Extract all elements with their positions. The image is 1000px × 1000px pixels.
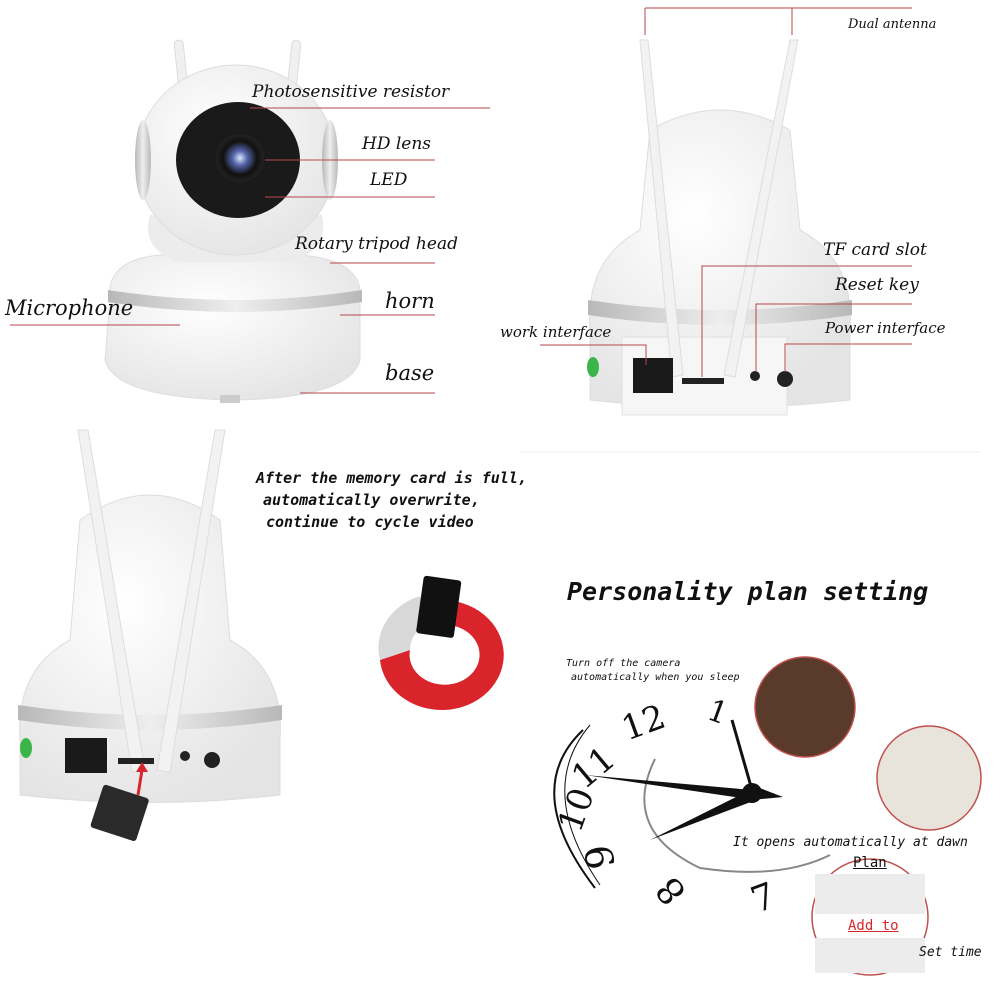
sleep-note-line-2: automatically when you sleep bbox=[571, 672, 740, 683]
label-hd-lens: HD lens bbox=[362, 134, 432, 154]
label-led: LED bbox=[370, 170, 408, 190]
dawn-note: It opens automatically at dawn bbox=[733, 835, 968, 850]
memory-text-line-2: automatically overwrite, bbox=[263, 491, 480, 509]
label-rotary-tripod-head: Rotary tripod head bbox=[295, 234, 458, 254]
label-base: base bbox=[385, 361, 435, 385]
memory-text-line-1: After the memory card is full, bbox=[256, 469, 527, 487]
camera-with-card bbox=[18, 429, 282, 841]
label-horn: horn bbox=[385, 289, 435, 313]
plan-header: Plan bbox=[853, 855, 887, 871]
label-tf-card-slot: TF card slot bbox=[823, 240, 927, 260]
label-microphone: Microphone bbox=[5, 296, 134, 320]
back-camera bbox=[520, 7, 980, 453]
label-power-interface: Power interface bbox=[825, 319, 946, 337]
label-reset-key: Reset key bbox=[835, 275, 919, 295]
plan-title: Personality plan setting bbox=[567, 577, 929, 606]
label-network-interface: work interface bbox=[500, 323, 612, 341]
memory-text-line-3: continue to cycle video bbox=[266, 513, 474, 531]
clock-illustration bbox=[553, 656, 982, 976]
sleep-note-line-1: Turn off the camera bbox=[566, 658, 681, 669]
label-dual-antenna: Dual antenna bbox=[848, 17, 937, 32]
set-time-label: Set time bbox=[919, 945, 982, 960]
add-to-link[interactable]: Add to bbox=[848, 918, 899, 934]
cycle-overwrite-icon bbox=[378, 575, 504, 710]
label-photosensitive-resistor: Photosensitive resistor bbox=[252, 82, 450, 102]
front-camera bbox=[10, 39, 490, 403]
